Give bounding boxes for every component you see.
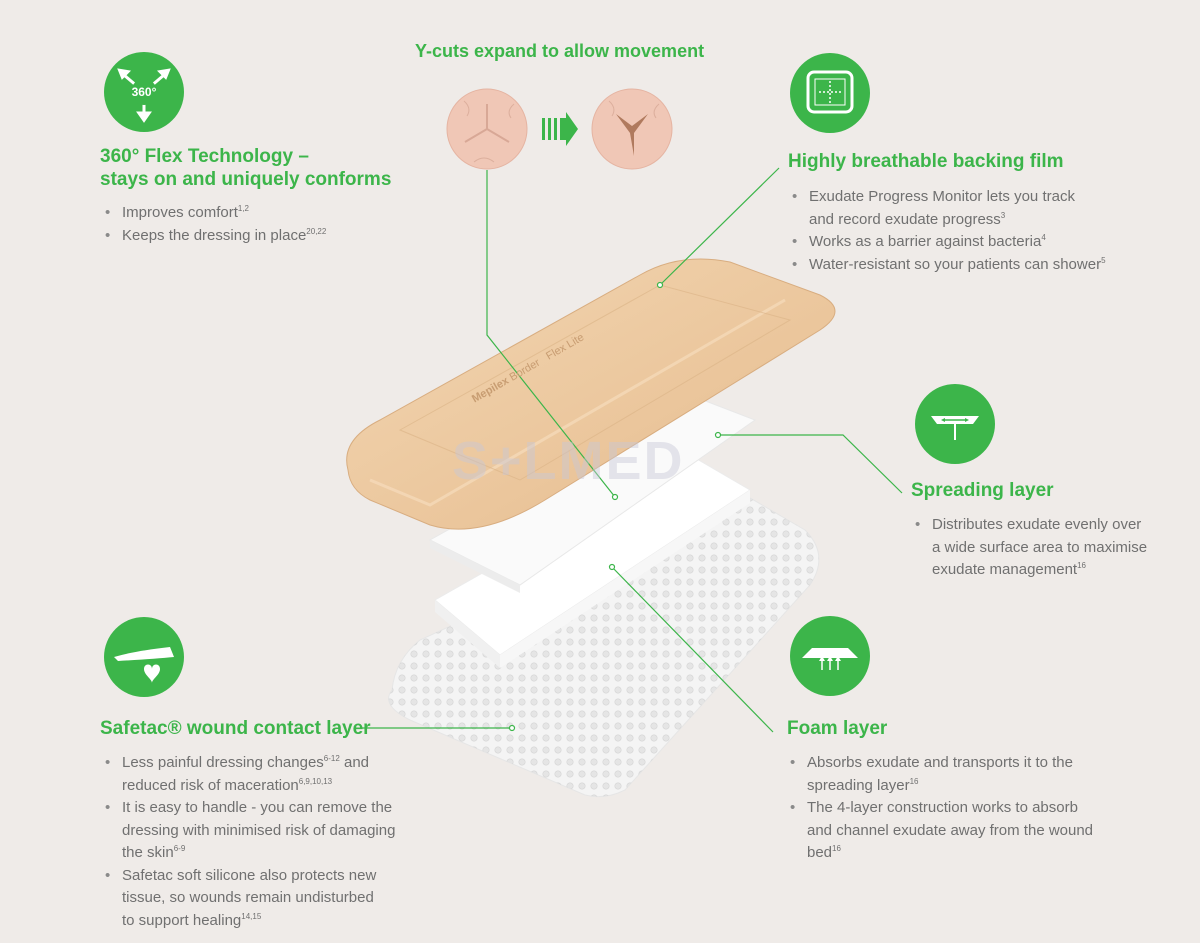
backing-title: Highly breathable backing film [788,151,1064,172]
flex-title: 360° Flex Technology – stays on and uniq… [100,146,392,190]
list-item: Water-resistant so your patients can sho… [789,254,1106,277]
foam-layer-icon [790,616,870,696]
list-item: Exudate Progress Monitor lets you tracka… [789,186,1106,231]
list-item: Less painful dressing changes6-12 andred… [102,752,395,797]
backing-bullets: Exudate Progress Monitor lets you tracka… [789,186,1106,276]
list-item: Works as a barrier against bacteria4 [789,231,1106,254]
ycuts-diagram [446,88,673,170]
svg-text:360°: 360° [132,85,157,99]
backing-film-icon [790,53,870,133]
list-item: Safetac soft silicone also protects newt… [102,865,395,933]
ycuts-title: Y-cuts expand to allow movement [415,41,705,61]
flex-bullets: Improves comfort1,2 Keeps the dressing i… [102,202,326,247]
flex-360-icon: 360° [104,52,184,132]
foam-title: Foam layer [787,718,888,739]
list-item: Improves comfort1,2 [102,202,326,225]
spreading-title: Spreading layer [911,480,1054,501]
list-item: Keeps the dressing in place20,22 [102,225,326,248]
list-item: The 4-layer construction works to absorb… [787,797,1093,865]
backing-film [346,258,836,530]
list-item: It is easy to handle - you can remove th… [102,797,395,865]
list-item: Absorbs exudate and transports it to the… [787,752,1093,797]
foam-bullets: Absorbs exudate and transports it to the… [787,752,1093,865]
safetac-title: Safetac® wound contact layer [100,718,371,739]
watermark: S+LMED [452,431,685,491]
spreading-layer-icon [915,384,995,464]
safetac-heart-icon [104,617,184,697]
safetac-bullets: Less painful dressing changes6-12 andred… [102,752,395,932]
arrow-right-icon [542,112,578,146]
